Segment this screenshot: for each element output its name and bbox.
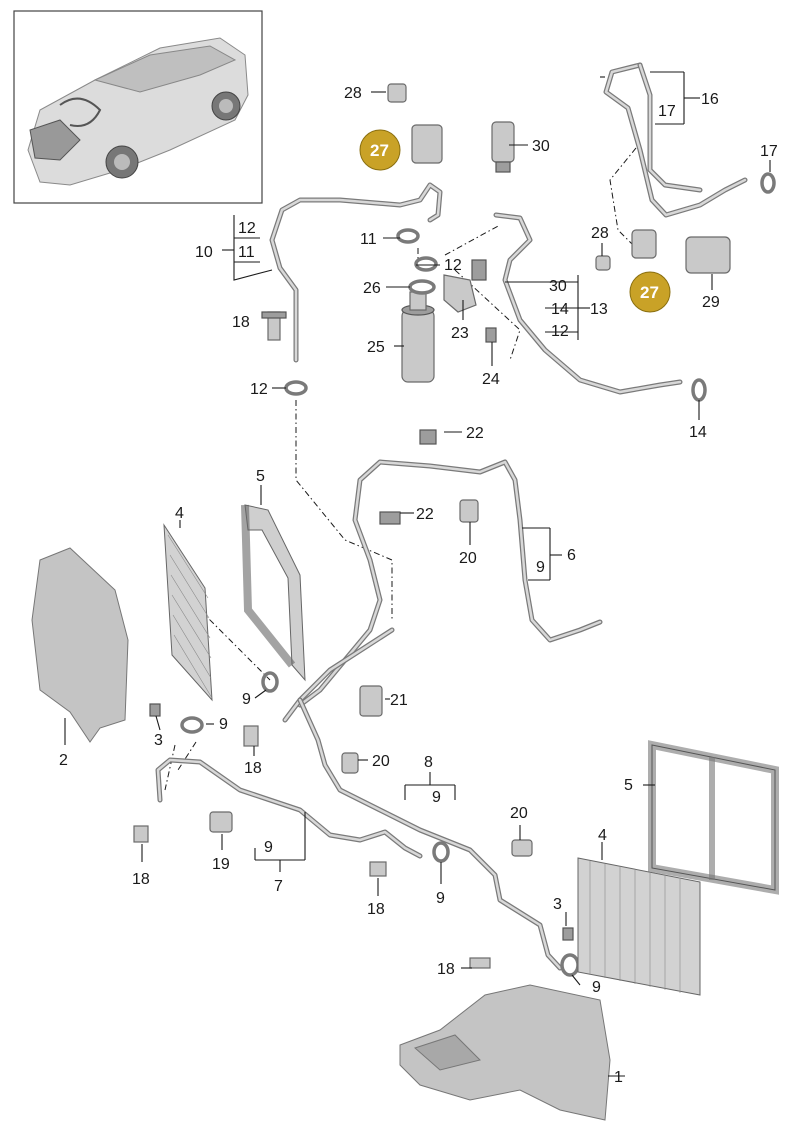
label-14-bracket[interactable]: 14 xyxy=(551,301,569,318)
assembly-guide-lines xyxy=(164,147,641,791)
label-11[interactable]: 11 xyxy=(360,231,377,248)
label-23[interactable]: 23 xyxy=(451,325,469,342)
label-12-bracket[interactable]: 12 xyxy=(238,220,256,237)
label-28-top[interactable]: 28 xyxy=(344,85,362,102)
label-17-bracket[interactable]: 17 xyxy=(658,103,676,120)
upper-ac-lines xyxy=(269,62,748,395)
label-9-ring-c[interactable]: 9 xyxy=(436,890,445,907)
label-12-mid[interactable]: 12 xyxy=(444,257,462,274)
label-18-left[interactable]: 18 xyxy=(132,871,150,888)
label-30-bracket[interactable]: 30 xyxy=(549,278,567,295)
lower-ac-lines xyxy=(155,697,563,971)
part-27-badge-top[interactable] xyxy=(359,129,401,171)
label-9-ring-b[interactable]: 9 xyxy=(219,716,228,733)
highlight-badges xyxy=(359,129,671,313)
label-3-right[interactable]: 3 xyxy=(553,896,562,913)
label-18-mid[interactable]: 18 xyxy=(244,760,262,777)
label-12-right[interactable]: 12 xyxy=(551,323,569,340)
receiver-drier xyxy=(401,291,435,383)
label-17[interactable]: 17 xyxy=(760,143,778,160)
label-4-right[interactable]: 4 xyxy=(598,827,607,844)
part-27-badge-right[interactable] xyxy=(629,271,671,313)
label-14[interactable]: 14 xyxy=(689,424,707,441)
label-12-lower[interactable]: 12 xyxy=(250,381,268,398)
label-20-right[interactable]: 20 xyxy=(510,805,528,822)
label-9-line6[interactable]: 9 xyxy=(536,559,545,576)
label-5-left[interactable]: 5 xyxy=(256,468,265,485)
label-22-top[interactable]: 22 xyxy=(466,425,484,442)
label-27-right[interactable]: 27 xyxy=(640,283,659,302)
label-25[interactable]: 25 xyxy=(367,339,385,356)
label-16[interactable]: 16 xyxy=(701,91,719,108)
label-19[interactable]: 19 xyxy=(212,856,230,873)
label-3-left[interactable]: 3 xyxy=(154,732,163,749)
label-4-left[interactable]: 4 xyxy=(175,505,184,522)
label-20-top[interactable]: 20 xyxy=(459,550,477,567)
vehicle-thumbnail xyxy=(13,10,263,204)
label-13[interactable]: 13 xyxy=(590,301,608,318)
sensors-and-valves xyxy=(261,83,731,343)
label-9-line7[interactable]: 9 xyxy=(264,839,273,856)
label-30[interactable]: 30 xyxy=(532,138,550,155)
label-9-ring-a[interactable]: 9 xyxy=(242,691,251,708)
label-6[interactable]: 6 xyxy=(567,547,576,564)
label-10[interactable]: 10 xyxy=(195,244,213,261)
label-29[interactable]: 29 xyxy=(702,294,720,311)
label-18-top[interactable]: 18 xyxy=(232,314,250,331)
label-1[interactable]: 1 xyxy=(614,1069,623,1086)
label-27-top[interactable]: 27 xyxy=(370,141,389,160)
label-21[interactable]: 21 xyxy=(390,692,408,709)
label-20-mid[interactable]: 20 xyxy=(372,753,390,770)
small-hardware xyxy=(133,429,574,969)
middle-ac-lines xyxy=(282,459,603,723)
label-28-right[interactable]: 28 xyxy=(591,225,609,242)
label-18-right[interactable]: 18 xyxy=(437,961,455,978)
left-condenser-assembly xyxy=(31,504,306,743)
callout-leaders xyxy=(64,71,771,1077)
callout-labels: 1 2 3 3 4 4 5 5 6 7 8 9 9 9 9 9 9 9 10 1… xyxy=(59,85,778,1086)
label-5-right[interactable]: 5 xyxy=(624,777,633,794)
label-18-bottom[interactable]: 18 xyxy=(367,901,385,918)
label-22-mid[interactable]: 22 xyxy=(416,506,434,523)
label-9-ring-d[interactable]: 9 xyxy=(592,979,601,996)
right-condenser-assembly xyxy=(399,740,779,1121)
label-2[interactable]: 2 xyxy=(59,752,68,769)
label-8[interactable]: 8 xyxy=(424,754,433,771)
label-24[interactable]: 24 xyxy=(482,371,500,388)
label-7[interactable]: 7 xyxy=(274,878,283,895)
label-26[interactable]: 26 xyxy=(363,280,381,297)
label-11-bracket[interactable]: 11 xyxy=(238,244,255,261)
label-9-line8[interactable]: 9 xyxy=(432,789,441,806)
